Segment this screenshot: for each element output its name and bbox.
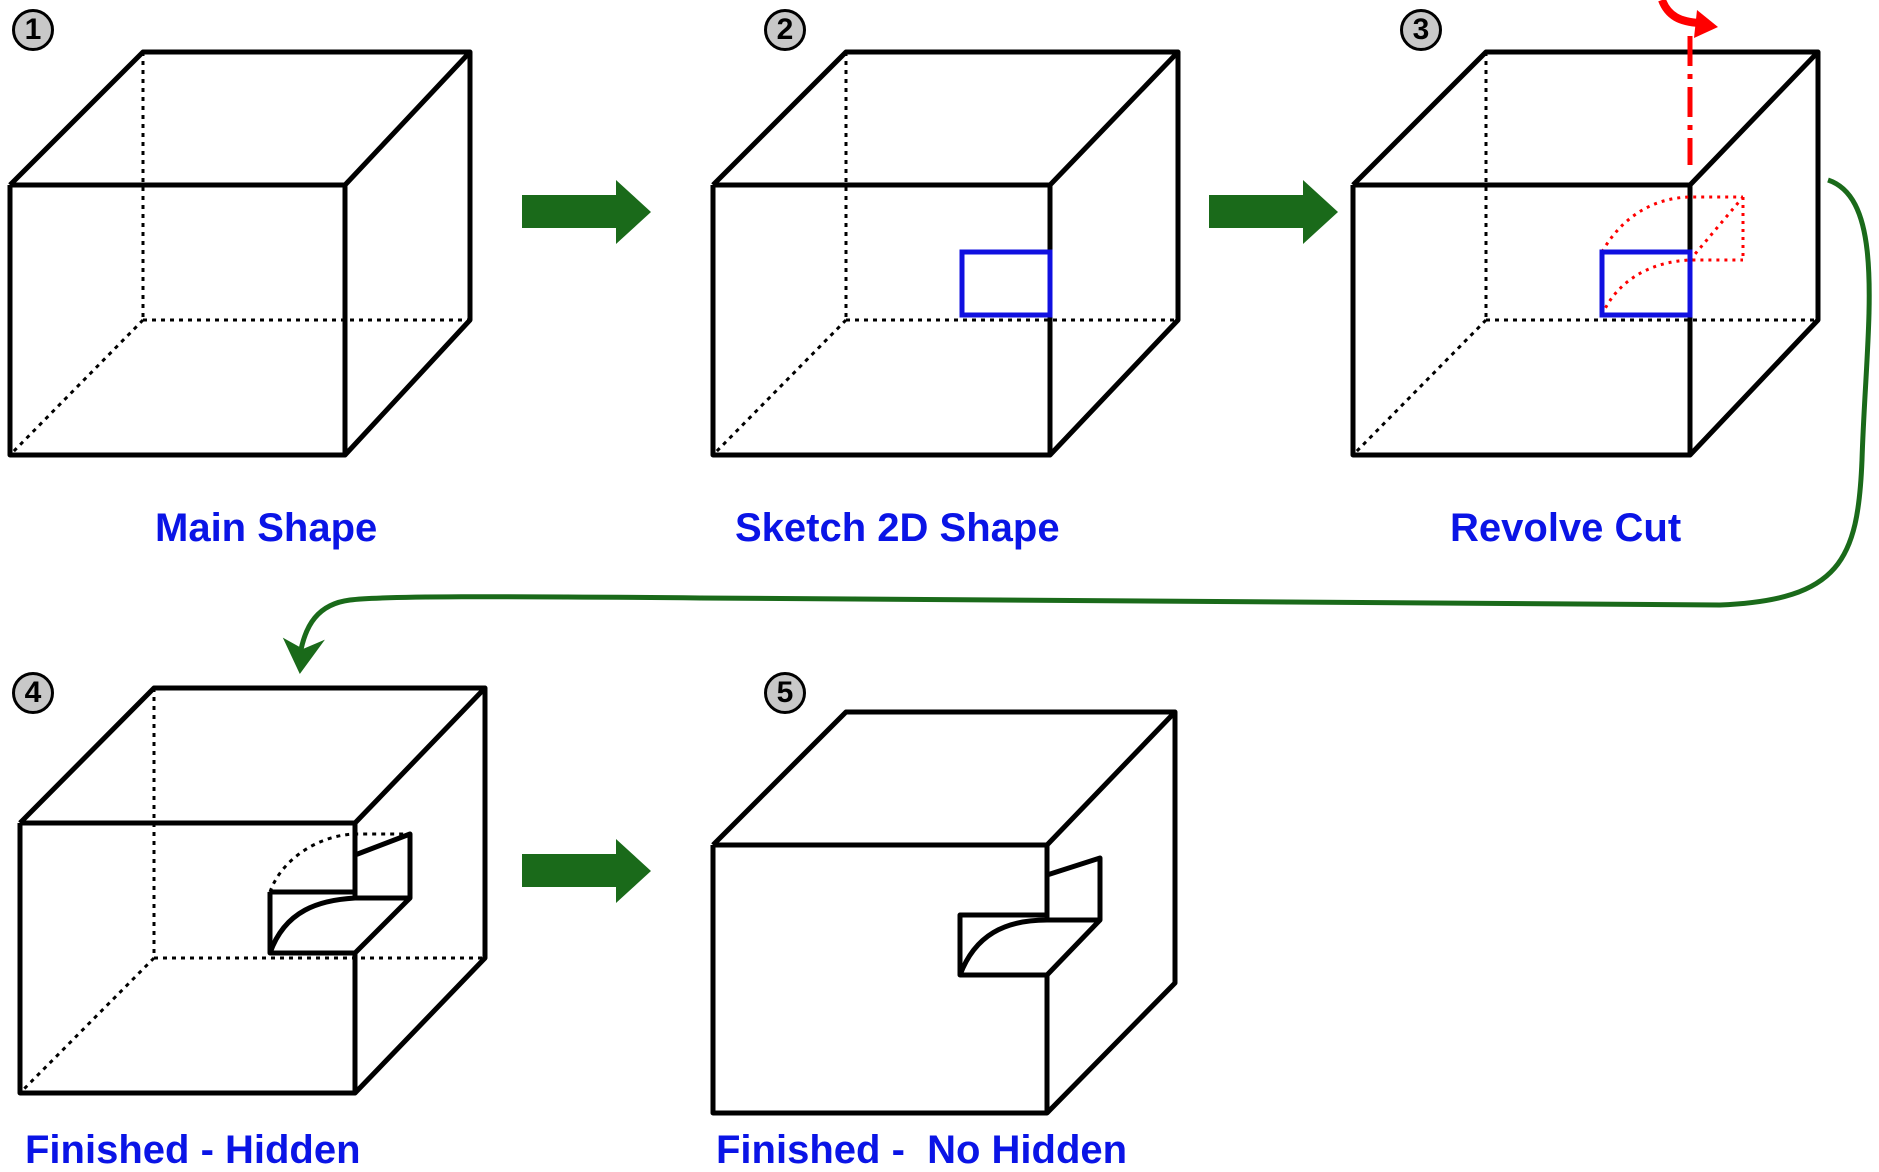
arrow-2-to-3-icon [1209, 180, 1338, 244]
step-2-label: Sketch 2D Shape [735, 506, 1060, 550]
step-1-label: Main Shape [155, 506, 378, 550]
cube-main-shape [7, 49, 473, 458]
step-1-badge: 1 [12, 9, 54, 51]
rotation-arrow-icon [1658, 0, 1718, 38]
cube-finished-no-hidden [710, 709, 1178, 1116]
arrow-1-to-2-icon [522, 180, 651, 244]
step-3-label: Revolve Cut [1450, 506, 1682, 550]
step-4-badge: 4 [12, 672, 54, 714]
step-5-badge: 5 [764, 672, 806, 714]
step-4-label: Finished - Hidden [25, 1128, 361, 1172]
step-2-badge: 2 [764, 9, 806, 51]
arrow-4-to-5-icon [522, 839, 651, 903]
cube-revolve-cut [1350, 49, 1821, 458]
connector-3-to-4 [282, 177, 1872, 674]
connector-arrowhead-icon [282, 637, 325, 674]
cube-sketch-shape [710, 49, 1181, 458]
step-5-label: Finished - No Hidden [716, 1128, 1128, 1172]
step-3-badge: 3 [1400, 9, 1442, 51]
sketch-rectangle [959, 249, 1053, 318]
cube-finished-hidden [17, 685, 488, 1096]
sketch-rectangle-revolve [1599, 249, 1693, 318]
revolve-preview [1600, 195, 1745, 316]
